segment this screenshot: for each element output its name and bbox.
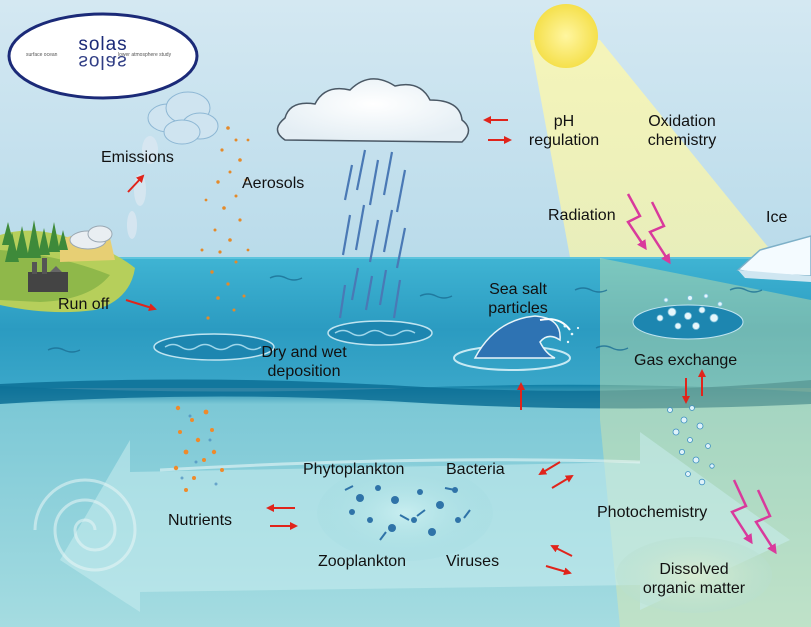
- trees: [2, 220, 68, 262]
- rain-cloud: [276, 78, 470, 143]
- dom-cloud: [616, 537, 772, 613]
- label-nutrients: Nutrients: [168, 512, 233, 529]
- solas-logo: solas solas surface ocean lower atmosphe…: [8, 14, 198, 98]
- label-sea-salt: Sea salt particles: [478, 280, 558, 318]
- label-oxidation-line1: Oxidation: [648, 113, 716, 130]
- label-deposition-line1: Dry and wet: [261, 344, 347, 361]
- label-dissolved-organic-matter: Dissolved organic matter: [632, 560, 756, 598]
- label-bacteria: Bacteria: [446, 461, 505, 478]
- logo-name: solas: [78, 34, 128, 55]
- label-ph-line2: regulation: [528, 132, 600, 149]
- aerosol-particles: [200, 126, 250, 320]
- label-radiation: Radiation: [548, 207, 616, 224]
- label-oxidation-line2: chemistry: [647, 132, 717, 149]
- label-oxidation-chemistry: Oxidation chemistry: [632, 112, 732, 150]
- label-sea-salt-line1: Sea salt: [489, 281, 547, 298]
- label-sea-salt-line2: particles: [488, 300, 548, 317]
- sea-salt-wave: [453, 315, 580, 371]
- label-ph-line1: pH: [553, 113, 575, 130]
- label-run-off: Run off: [58, 296, 110, 313]
- label-viruses: Viruses: [446, 553, 500, 570]
- sinking-particles: [173, 405, 224, 492]
- land-cloud: [69, 225, 113, 250]
- ice-floe: [736, 235, 811, 282]
- label-emissions: Emissions: [101, 149, 174, 166]
- label-deposition: Dry and wet deposition: [254, 343, 354, 381]
- logo-tagline-left: surface ocean: [26, 52, 58, 58]
- rain: [338, 149, 407, 319]
- label-deposition-line2: deposition: [267, 363, 341, 380]
- emissions-plume: [147, 91, 219, 145]
- logo-tagline-right: lower atmosphere study: [118, 52, 172, 58]
- plankton-cells: [344, 485, 471, 541]
- label-gas-exchange: Gas exchange: [634, 352, 738, 369]
- logo-ellipse: [7, 12, 199, 100]
- gas-bubbles: [632, 293, 744, 486]
- factory: [28, 258, 68, 292]
- label-phytoplankton: Phytoplankton: [303, 461, 405, 478]
- label-zooplankton: Zooplankton: [318, 553, 407, 570]
- sun: [534, 4, 598, 68]
- eddy-spiral: [33, 478, 137, 572]
- label-dom-line1: Dissolved: [659, 561, 729, 578]
- label-ph-regulation: pH regulation: [524, 112, 604, 150]
- radiation-bolts: [626, 193, 777, 555]
- label-dom-line2: organic matter: [642, 580, 746, 597]
- deposition-ripples: [153, 320, 433, 361]
- label-aerosols: Aerosols: [242, 175, 305, 192]
- label-photochemistry: Photochemistry: [597, 504, 708, 521]
- flux-arrows: [125, 116, 706, 576]
- label-ice: Ice: [766, 209, 788, 226]
